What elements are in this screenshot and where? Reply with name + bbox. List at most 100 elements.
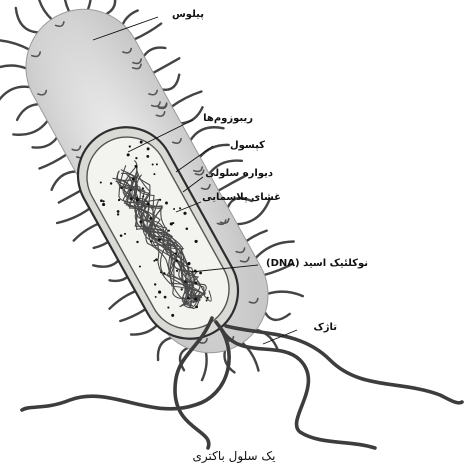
pilus — [172, 92, 201, 107]
ribosome — [110, 182, 112, 184]
ribosome — [199, 272, 202, 275]
pilus — [268, 292, 303, 296]
ribosome — [135, 157, 137, 159]
ribosome — [153, 260, 155, 262]
pilus — [87, 0, 91, 9]
ribosome — [164, 296, 167, 299]
flagellum-4 — [226, 326, 462, 403]
ribosome — [120, 234, 123, 237]
ribosome — [163, 272, 166, 275]
ribosome — [142, 187, 144, 189]
ribosome — [146, 155, 149, 158]
ribosome — [170, 222, 173, 225]
figure-caption: یک سلول باکتری — [0, 449, 468, 463]
pilus — [38, 0, 52, 19]
ribosome — [132, 177, 135, 180]
ribosome — [184, 281, 186, 283]
pilus — [0, 40, 29, 50]
pilus — [64, 0, 69, 11]
ribosome — [183, 212, 186, 215]
pilus — [0, 65, 26, 73]
ribosome — [155, 258, 158, 261]
label-pilus: پیلوس — [144, 9, 204, 20]
ribosome — [179, 207, 181, 209]
label-plasma-membrane: غشای پلاسمایی — [201, 192, 281, 203]
ribosome — [150, 240, 152, 242]
pilus — [123, 11, 138, 25]
pilus — [16, 8, 38, 32]
label-cell-wall: دیواره سلولی — [203, 168, 273, 179]
pilus — [0, 87, 30, 106]
ribosome — [147, 147, 150, 150]
ribosome — [187, 262, 190, 265]
ribosome — [136, 198, 139, 201]
ribosome — [206, 300, 208, 302]
pilus — [107, 0, 116, 14]
flagellum-3 — [222, 330, 375, 448]
ribosome — [153, 173, 155, 175]
ribosome — [135, 165, 138, 168]
ribosome — [207, 297, 209, 299]
ribosome — [168, 230, 170, 232]
ribosome — [158, 291, 161, 294]
ribosome — [171, 314, 174, 317]
pilus — [13, 121, 47, 135]
ribosome — [165, 202, 168, 205]
ribosome — [175, 259, 178, 262]
ribosome — [159, 199, 161, 201]
ribosome — [173, 208, 175, 210]
ribosome — [181, 288, 183, 290]
ribosome — [136, 196, 138, 198]
ribosome — [103, 200, 105, 202]
pilus — [135, 24, 162, 40]
label-nucleic-acid: نوکلئیک اسید (DNA) — [258, 258, 368, 269]
pilus — [33, 138, 57, 148]
ribosome — [195, 305, 198, 308]
pilus — [153, 58, 179, 73]
ribosome — [156, 163, 158, 165]
ribosome — [158, 238, 161, 241]
label-flagellum: تاژک — [297, 322, 337, 333]
ribosome — [167, 307, 169, 309]
ribosome — [147, 203, 150, 206]
ribosome — [140, 141, 143, 144]
pilus — [52, 172, 76, 190]
ribosome — [195, 240, 198, 243]
ribosome — [174, 253, 176, 255]
ribosome — [142, 195, 144, 197]
pilus — [256, 242, 294, 258]
pilus — [247, 231, 267, 241]
pilus — [191, 127, 224, 140]
ribosome — [152, 163, 154, 165]
ribosome — [194, 282, 197, 285]
pilus — [17, 104, 38, 120]
ribosome — [139, 266, 141, 268]
ribosome — [186, 227, 189, 230]
ribosome — [129, 145, 131, 147]
ribosome — [139, 221, 142, 224]
ribosome — [136, 241, 138, 243]
ribosome — [120, 187, 122, 189]
pilus — [265, 313, 290, 320]
ribosome — [117, 210, 120, 213]
ribosome — [130, 189, 132, 191]
pilus — [202, 353, 207, 381]
ribosome — [130, 197, 133, 200]
ribosome — [160, 271, 162, 273]
label-capsule: کپسول — [215, 140, 265, 151]
ribosome — [149, 217, 152, 220]
ribosome — [154, 283, 156, 285]
ribosome — [124, 233, 126, 235]
label-ribosomes: ریبوزوم‌ها — [193, 113, 253, 124]
pilus — [40, 155, 67, 169]
ribosome — [117, 213, 119, 215]
pilus — [158, 338, 171, 360]
pilus — [144, 48, 165, 56]
ribosome — [102, 203, 105, 206]
ribosome — [155, 296, 157, 298]
ribosome — [100, 199, 103, 202]
ribosome — [118, 199, 120, 201]
pilus — [163, 75, 180, 90]
ribosome — [194, 298, 197, 301]
